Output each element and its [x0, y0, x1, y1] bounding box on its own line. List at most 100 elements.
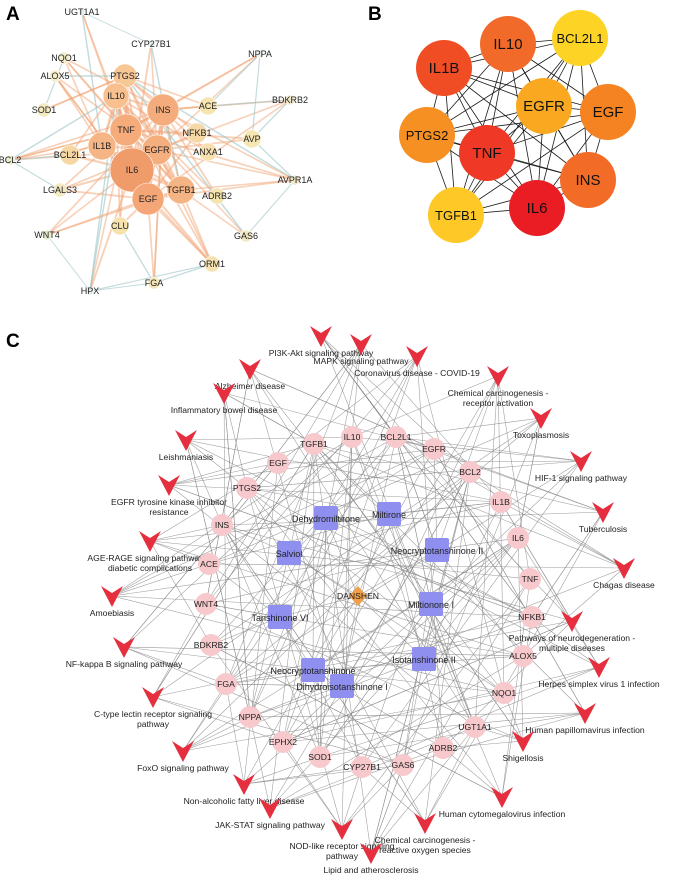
panel-a-node-anxa1: ANXA1	[193, 142, 223, 162]
panel-a-node-orm1: ORM1	[199, 255, 225, 273]
panel-a-node-hpx: HPX	[81, 286, 100, 296]
panel-a-node-label: GAS6	[234, 231, 258, 241]
panel-a-node-label: NFKB1	[182, 128, 211, 138]
panel-a-node-label: ADRB2	[202, 191, 232, 201]
panel-a-node-tnf: TNF	[109, 113, 143, 147]
panel-a-node-bdkrb2: BDKRB2	[272, 94, 308, 106]
panel-a-node-circle	[110, 216, 130, 236]
panel-a-node-tgfb1: TGFB1	[166, 175, 196, 205]
panel-a-node-circle	[284, 94, 296, 106]
panel-a-node-ace: ACE	[198, 96, 218, 116]
panel-a-node-label: CYP27B1	[131, 39, 171, 49]
panel-a-node-adrb2: ADRB2	[202, 187, 232, 205]
panel-a-edge	[81, 11, 152, 45]
panel-a-node-circle	[146, 93, 180, 127]
panel-a-node-label: BDKRB2	[272, 95, 308, 105]
panel-a-edge	[89, 282, 155, 292]
panel-a-node-label: AVP	[243, 134, 260, 144]
panel-a-node-circle	[4, 154, 16, 166]
panel-a-node-bcl2: BCL2	[0, 154, 21, 166]
panel-a-node-circle	[198, 142, 218, 162]
panel-a-node-ugt1a1: UGT1A1	[64, 7, 99, 17]
panel-a-edge	[9, 145, 103, 161]
panel-a-edge	[156, 149, 296, 181]
panel-a-node-label: IL6	[126, 165, 139, 175]
panel-a-node-cyp27b1: CYP27B1	[131, 39, 171, 49]
panel-a-node-ins: INS	[146, 93, 180, 127]
panel-a-node-label: UGT1A1	[64, 7, 99, 17]
panel-a-node-fga: FGA	[145, 276, 164, 290]
panel-a-node-label: TGFB1	[166, 185, 195, 195]
panel-a-node-nqo1: NQO1	[51, 51, 77, 65]
panel-a-node-gas6: GAS6	[234, 229, 258, 243]
panel-a-node-circle	[78, 8, 86, 16]
panel-a-edge	[63, 57, 103, 147]
panel-a-node-label: ANXA1	[193, 147, 223, 157]
panel-a-edge	[81, 11, 103, 147]
panel-a-node-label: NPPA	[248, 49, 272, 59]
panel-a-node-nfkb1: NFKB1	[182, 122, 212, 144]
panel-a-node-label: PTGS2	[110, 71, 140, 81]
panel-a-edge	[124, 75, 296, 181]
panel-a-node-lgals3: LGALS3	[43, 182, 77, 198]
panel-a-edge	[43, 75, 126, 111]
panel-a-node-label: EGFR	[144, 145, 170, 155]
panel-a-edge	[162, 109, 218, 197]
panel-a-node-label: TNF	[117, 125, 135, 135]
panel-a-node-label: FGA	[145, 278, 164, 288]
panel-a-edge	[89, 75, 126, 292]
panel-a-node-label: NQO1	[51, 53, 77, 63]
panel-a-node-label: LGALS3	[43, 185, 77, 195]
panel-a-edge	[46, 198, 149, 236]
panel-a-edge	[156, 149, 213, 265]
panel-a-node-label: AVPR1A	[278, 175, 313, 185]
panel-a-node-circle	[203, 255, 221, 273]
panel-a-node-label: BCL2	[0, 155, 21, 165]
panel-a-node-avp: AVP	[242, 129, 262, 149]
panel-a-node-clu: CLU	[110, 216, 130, 236]
panel-a-label: A	[6, 4, 20, 25]
panel-a-node-circle	[41, 229, 53, 241]
panel-a-edge	[245, 179, 296, 237]
panel-a-node-circle	[52, 182, 68, 198]
panel-a-edge	[180, 179, 296, 191]
panel-a-node-circle	[131, 182, 165, 216]
panel-a-edge	[207, 53, 261, 107]
panel-a-node-alox5: ALOX5	[40, 69, 70, 83]
panel-a-node-circle	[36, 102, 52, 118]
panel-a-edge	[207, 99, 291, 107]
panel-a-node-label: ORM1	[199, 259, 225, 269]
panel-a-edge	[251, 53, 261, 140]
panel-a-edge	[46, 109, 164, 236]
panel-a-edge	[153, 263, 213, 284]
panel-a-node-label: IL10	[107, 91, 125, 101]
panel-a-node-sod1: SOD1	[32, 102, 56, 118]
panel-a-node-circle	[57, 51, 71, 65]
panel-a-edge	[81, 11, 127, 131]
panel-a-node-il1b: IL1B	[87, 131, 117, 161]
panel-a-node-label: INS	[155, 105, 170, 115]
panel-a-node-circle	[109, 147, 155, 193]
panel-a-node-circle	[255, 49, 265, 59]
panel-a-node-il6: IL6	[109, 147, 155, 193]
panel-a-edge	[43, 57, 65, 111]
panel-a-node-ptgs2: PTGS2	[110, 63, 140, 89]
panel-a-node-circle	[208, 187, 226, 205]
panel-a-node-label: BCL2L1	[54, 150, 87, 160]
panel-a-node-circle	[87, 131, 117, 161]
panel-a-node-wnt4: WNT4	[34, 229, 60, 241]
panel-a-node-label: HPX	[81, 286, 100, 296]
panel-a-node-il10: IL10	[102, 82, 130, 110]
panel-a-node-label: CLU	[111, 221, 129, 231]
panel-a-edge	[251, 138, 296, 181]
panel-a-edge	[9, 159, 61, 191]
panel-a-edge	[162, 109, 296, 181]
panel-a-node-circle	[147, 276, 161, 290]
panel-a-node-circle	[85, 286, 95, 296]
panel-a-edge	[156, 99, 291, 151]
panel-a-edge	[124, 75, 247, 237]
panel-a-edge	[119, 225, 155, 284]
panel-a-node-circle	[146, 39, 156, 49]
panel-a-node-circle	[242, 129, 262, 149]
